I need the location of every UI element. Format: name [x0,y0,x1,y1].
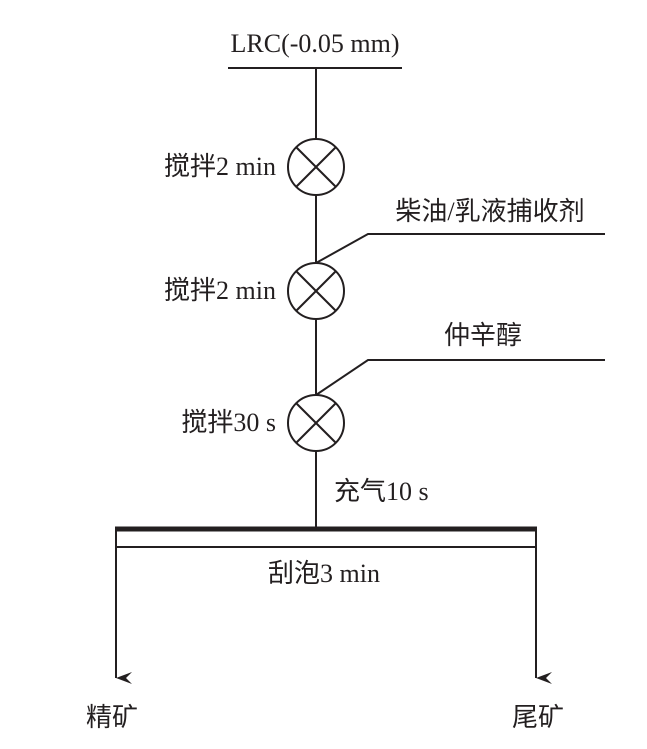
collector-label: 柴油/乳液捕收剂 [395,197,584,226]
tailings-label: 尾矿 [512,703,564,732]
step-3-label: 搅拌30 s [181,408,276,437]
step-1-label: 搅拌2 min [164,152,276,181]
step-2-label: 搅拌2 min [164,276,276,305]
mixer-3 [287,394,345,452]
collector-feed-line [315,233,605,264]
feed-label: LRC(-0.05 mm) [231,29,400,58]
frother-feed-line [315,359,605,396]
concentrate-label: 精矿 [86,703,138,732]
flotation-cell [115,526,552,684]
mixer-2 [287,262,345,320]
flotation-label: 刮泡3 min [268,559,380,588]
aeration-label: 充气10 s [334,477,429,506]
mixer-1 [287,138,345,196]
frother-label: 仲辛醇 [444,321,522,350]
